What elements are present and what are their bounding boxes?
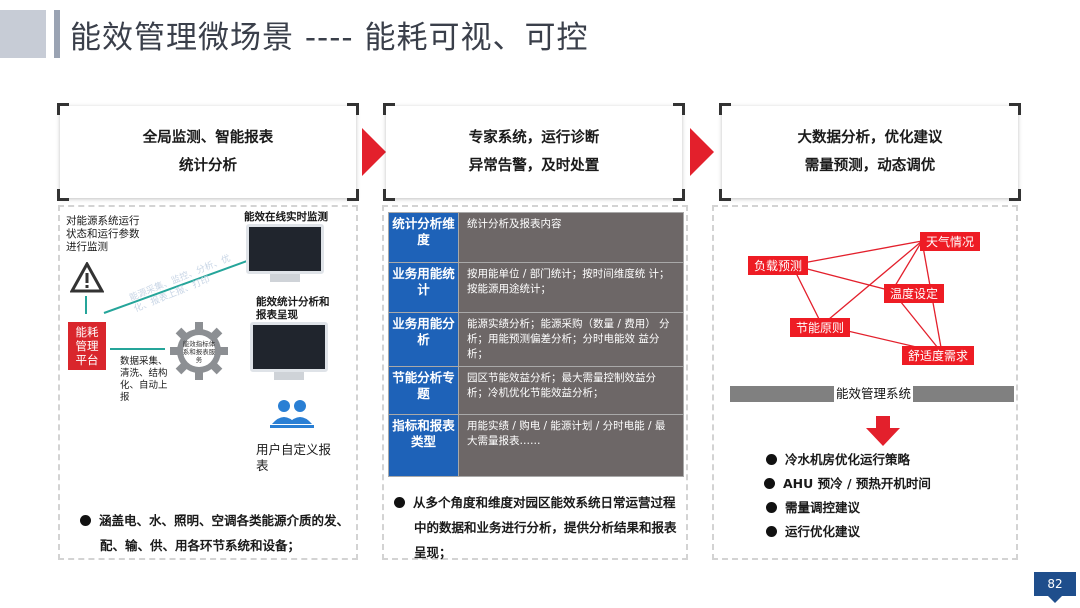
- table-row: 业务用能统计按用能单位 / 部门统计；按时间维度统 计；按能源用途统计；: [388, 262, 684, 313]
- table-value: 统计分析及报表内容: [458, 212, 684, 263]
- col2-header-line1: 专家系统，运行诊断: [468, 130, 600, 146]
- page-number: 82: [1034, 572, 1076, 596]
- col3-bullet-list: 冷水机房优化运行策略 AHU 预冷 / 预热开机时间 需量调控建议 运行优化建议: [764, 448, 1006, 544]
- gear-icon: [170, 322, 228, 380]
- table-key: 业务用能分析: [388, 312, 459, 367]
- collect-text: 数据采集、清洗、结构化、自动上报: [120, 356, 168, 403]
- down-arrow-icon: [866, 416, 900, 446]
- table-row: 统计分析维度统计分析及报表内容: [388, 212, 684, 263]
- list-item: 冷水机房优化运行策略: [766, 448, 1006, 472]
- table-key: 统计分析维度: [388, 212, 459, 263]
- table-key: 指标和报表类型: [388, 414, 459, 477]
- title-accent-block: [0, 10, 46, 58]
- right-arrow-icon: [362, 128, 386, 176]
- table-value: 园区节能效益分析；最大需量控制效益分析；冷机优化节能效益分析；: [458, 366, 684, 415]
- bullet-dot: [394, 497, 405, 508]
- col1-header-line2: 统计分析: [179, 158, 237, 174]
- user-report-label: 用户自定义报表: [256, 442, 332, 473]
- page-title: 能效管理微场景 ---- 能耗可视、可控: [70, 20, 589, 56]
- gear-label: 能效指标体系和报表服务: [182, 340, 216, 364]
- bullet-dot: [766, 526, 777, 537]
- bullet-dot: [764, 478, 775, 489]
- col2-header-line2: 异常告警，及时处置: [468, 158, 600, 174]
- analysis-table: 统计分析维度统计分析及报表内容 业务用能统计按用能单位 / 部门统计；按时间维度…: [388, 212, 684, 477]
- users-icon: [270, 400, 314, 428]
- col1-header: 全局监测、智能报表 统计分析: [57, 103, 359, 201]
- table-row: 指标和报表类型用能实绩 / 购电 / 能源计划 / 分时电能 / 最 大需量报表…: [388, 414, 684, 477]
- col3-header: 大数据分析，优化建议 需量预测，动态调优: [719, 103, 1021, 201]
- col1-header-line1: 全局监测、智能报表: [142, 130, 274, 146]
- monitor-icon: [246, 224, 324, 282]
- page-number-pointer: [1048, 596, 1062, 603]
- warning-icon: [70, 262, 104, 293]
- table-row: 业务用能分析能源实绩分析；能源采购（数量 / 费用） 分析；用能预测偏差分析；分…: [388, 312, 684, 367]
- col1-bullet: 涵盖电、水、照明、空调各类能源介质的发、配、输、供、用各环节系统和设备；: [80, 508, 350, 558]
- connector-line: [85, 296, 87, 314]
- system-label: 能效管理系统: [834, 386, 914, 402]
- bullet-dot: [766, 502, 777, 513]
- monitor-icon: [250, 322, 328, 380]
- col3-panel: [712, 205, 1018, 560]
- node-weather: 天气情况: [920, 232, 981, 251]
- list-item: 需量调控建议: [766, 496, 1006, 520]
- table-value: 按用能单位 / 部门统计；按时间维度统 计；按能源用途统计；: [458, 262, 684, 313]
- platform-box: 能耗管理平台: [68, 322, 106, 370]
- col2-bullet: 从多个角度和维度对园区能效系统日常运营过程中的数据和业务进行分析，提供分析结果和…: [394, 490, 684, 565]
- list-item: 运行优化建议: [766, 520, 1006, 544]
- online-monitor-label: 能效在线实时监测: [244, 211, 328, 223]
- node-comfort: 舒适度需求: [902, 346, 975, 365]
- node-temp: 温度设定: [884, 284, 945, 303]
- table-key: 节能分析专题: [388, 366, 459, 415]
- col3-header-line2: 需量预测，动态调优: [804, 158, 936, 174]
- list-item: AHU 预冷 / 预热开机时间: [764, 476, 1006, 492]
- table-row: 节能分析专题园区节能效益分析；最大需量控制效益分析；冷机优化节能效益分析；: [388, 366, 684, 415]
- monitor-description: 对能源系统运行状态和运行参数进行监测: [66, 215, 140, 253]
- col3-header-line1: 大数据分析，优化建议: [797, 130, 943, 146]
- stats-label: 能效统计分析和报表呈现: [256, 296, 330, 321]
- bullet-dot: [80, 515, 91, 526]
- table-key: 业务用能统计: [388, 262, 459, 313]
- table-value: 能源实绩分析；能源采购（数量 / 费用） 分析；用能预测偏差分析；分时电能效 益…: [458, 312, 684, 367]
- node-load: 负载预测: [748, 256, 809, 275]
- connector-line: [110, 348, 165, 350]
- table-value: 用能实绩 / 购电 / 能源计划 / 分时电能 / 最 大需量报表……: [458, 414, 684, 477]
- title-accent-line: [54, 10, 60, 58]
- node-principle: 节能原则: [790, 318, 851, 337]
- bullet-dot: [766, 454, 777, 465]
- col1-bullet-text: 涵盖电、水、照明、空调各类能源介质的发、配、输、供、用各环节系统和设备；: [99, 513, 350, 553]
- col2-bullet-text: 从多个角度和维度对园区能效系统日常运营过程中的数据和业务进行分析，提供分析结果和…: [413, 495, 677, 560]
- col2-header: 专家系统，运行诊断 异常告警，及时处置: [383, 103, 685, 201]
- right-arrow-icon: [690, 128, 714, 176]
